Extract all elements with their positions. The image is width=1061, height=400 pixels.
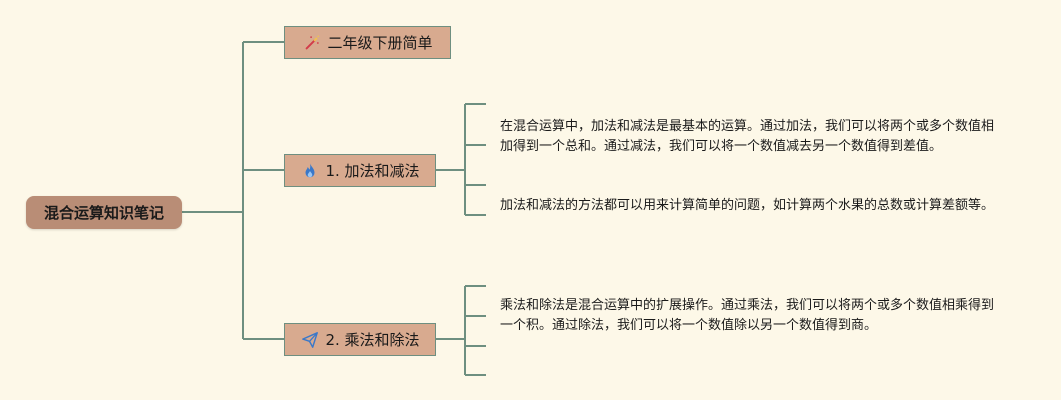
leaf-note-addition-subtraction-intro: 在混合运算中，加法和减法是最基本的运算。通过加法，我们可以将两个或多个数值相加得…: [500, 119, 995, 154]
fire-icon: [300, 161, 320, 181]
root-node-label: 混合运算知识笔记: [43, 204, 164, 222]
magic-wand-icon: [302, 33, 322, 53]
paper-plane-icon: [300, 330, 320, 350]
branch-node-addition-subtraction[interactable]: 1. 加法和减法: [284, 154, 436, 187]
leaf-note-addition-subtraction-usage: 加法和减法的方法都可以用来计算简单的问题，如计算两个水果的总数或计算差额等。: [500, 198, 995, 213]
branch-node-label: 二年级下册简单: [327, 34, 433, 52]
branch-node-multiplication-division[interactable]: 2. 乘法和除法: [284, 323, 436, 356]
leaf-note-multiplication-division-intro: 乘法和除法是混合运算中的扩展操作。通过乘法，我们可以将两个或多个数值相乘得到一个…: [500, 298, 995, 333]
branch-node-label: 1. 加法和减法: [325, 162, 420, 180]
branch-node-label: 2. 乘法和除法: [325, 331, 420, 349]
branch-node-grade-two[interactable]: 二年级下册简单: [284, 26, 451, 59]
root-node[interactable]: 混合运算知识笔记: [26, 196, 182, 229]
